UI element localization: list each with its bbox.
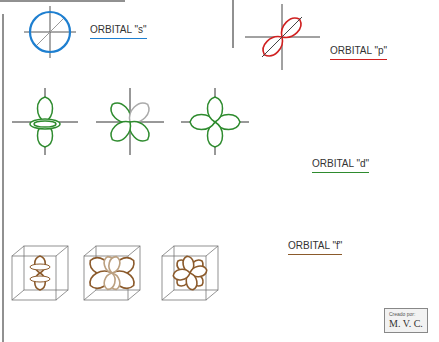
orbital-label: ORBITAL "f" [288, 240, 342, 255]
orbital-label: ORBITAL "p" [330, 45, 387, 60]
orbital-label: ORBITAL "d" [312, 158, 369, 173]
p-orbital [245, 4, 320, 70]
credit-caption: Creado por: [389, 311, 423, 318]
d-orbitals [12, 88, 249, 155]
credit-initials: M. V. C. [389, 318, 423, 330]
f-orbitals [12, 246, 218, 300]
s-orbital [24, 6, 76, 58]
credit-box: Creado por:M. V. C. [384, 308, 428, 333]
orbital-label: ORBITAL "s" [90, 24, 147, 39]
